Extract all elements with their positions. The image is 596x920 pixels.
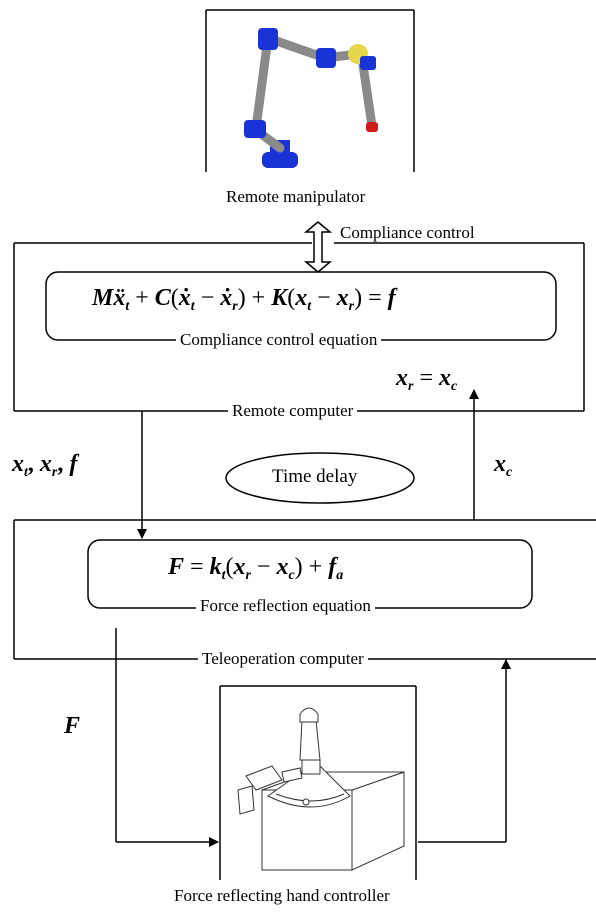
teleoperation-computer-label: Teleoperation computer: [198, 649, 368, 669]
remote-computer-label: Remote computer: [228, 401, 358, 421]
force-reflecting-hand-controller-label: Force reflecting hand controller: [174, 886, 390, 905]
remote-manipulator-frame: [205, 9, 415, 172]
hand-controller-image: [237, 707, 405, 871]
compliance-control-equation-label: Compliance control equation: [176, 330, 382, 350]
hand-controller-frame: [219, 685, 417, 880]
signal-xt-xr-f: xt, xr, f: [12, 451, 78, 480]
time-delay-label: Time delay: [272, 466, 358, 487]
compliance-control-arrow: [303, 221, 333, 273]
force-reflection-equation-label: Force reflection equation: [196, 596, 375, 616]
remote-manipulator-label: Remote manipulator: [226, 187, 366, 206]
signal-xc: xc: [494, 451, 513, 480]
compliance-control-label: Compliance control: [340, 223, 475, 242]
force-reflection-equation: F = kt(xr − xc) + fa: [168, 554, 344, 583]
compliance-equation: Mẍt + C(ẋt − ẋr) + K(xt − xr) = f: [92, 285, 396, 314]
xr-equals-xc: xr = xc: [396, 365, 458, 394]
arrow-force-to-controller: [115, 628, 219, 847]
signal-force: F: [64, 713, 81, 739]
robot-arm-image: [244, 28, 378, 168]
arrow-controller-to-teleoperation: [418, 659, 511, 843]
time-delay-ellipse: [225, 452, 415, 504]
remote-computer-box: [13, 242, 585, 412]
